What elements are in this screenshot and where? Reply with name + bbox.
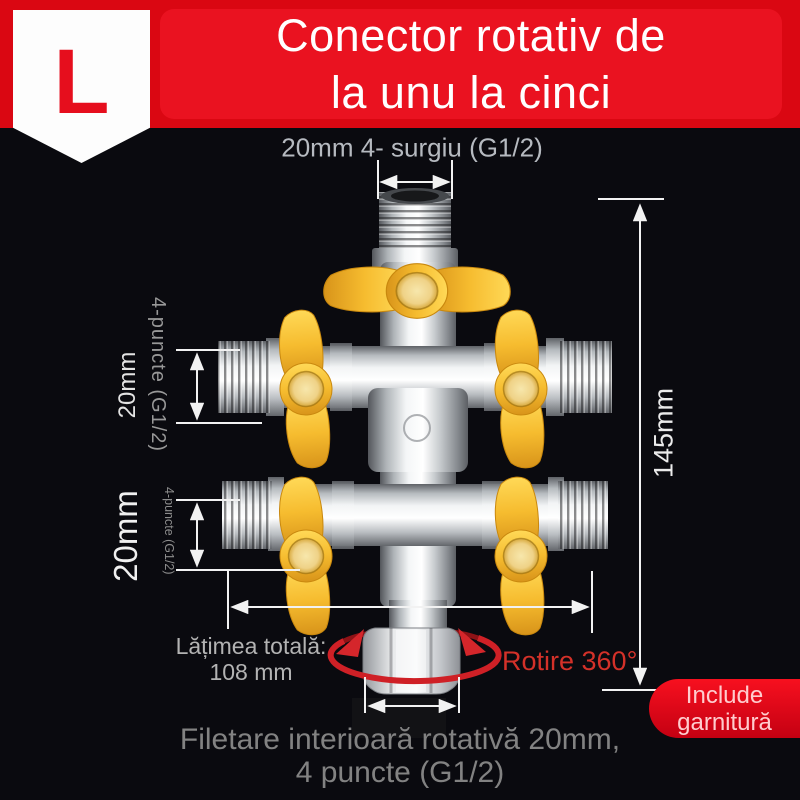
dimension-total-width [227,571,593,633]
header-title: Conector rotativ de la unu la cinci [160,0,782,128]
title-line-2: la unu la cinci [330,67,612,118]
dimension-lower-port [176,499,300,571]
lower-port-size-label: 20mm [107,490,144,582]
center-boss [368,388,468,472]
brand-emblem [403,414,431,442]
valve-handle-upper-right [488,307,554,471]
rotation-arrow [327,628,502,685]
header-panel [160,9,782,119]
rotation-label: Rotire 360° [502,646,638,676]
total-width-caption: Lățimea totală: [175,633,327,659]
total-width-value: 108 mm [209,659,293,685]
include-badge-line-1: Include [685,682,764,709]
top-port-label: 20mm 4- surgiu (G1/2) [281,132,543,163]
header-banner: Conector rotativ de la unu la cinci [0,0,800,128]
height-label: 145mm [648,387,679,479]
corner-badge-letter: L [53,31,110,133]
bottom-caption: Filetare interioară rotativă 20mm, 4 pun… [95,723,705,789]
include-gasket-badge: Include garnitură [649,679,800,738]
caption-line-1: Filetare interioară rotativă 20mm, [179,723,621,756]
valve-handle-top [322,262,512,320]
valve-handle-upper-left [272,307,340,471]
corner-ribbon-badge: L [13,10,150,163]
dimension-top-port [377,160,453,199]
title-line-1: Conector rotativ de [276,10,666,61]
dimension-nut [364,677,460,714]
top-port [372,188,458,270]
lower-port-spec-label: 4-puncte (G1/2) [162,487,176,575]
upper-port-size-label: 20mm [114,351,141,419]
total-width-label: Lățimea totală: 108 mm [172,633,330,685]
dimension-upper-port [176,349,262,424]
include-badge-line-2: garnitură [677,709,772,736]
caption-line-2: 4 puncte (G1/2) [295,756,505,789]
dimension-height [598,198,664,691]
upper-port-spec-label: 4-puncte (G1/2) [147,297,169,453]
